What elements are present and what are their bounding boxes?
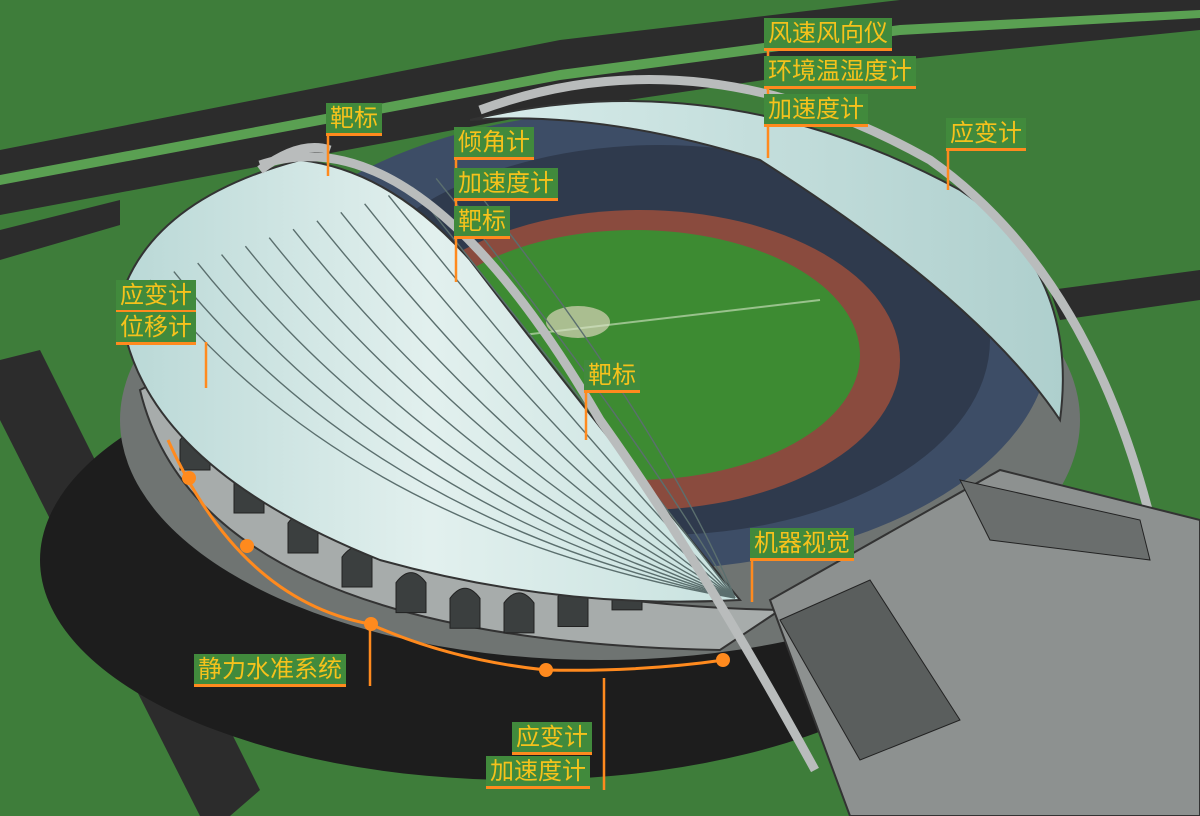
label-target-left: 靶标	[326, 103, 382, 136]
label-inclinometer: 倾角计	[454, 127, 534, 160]
label-strain-gauge-left: 应变计	[116, 280, 196, 313]
label-target-center: 靶标	[584, 360, 640, 393]
label-accelerometer-top: 加速度计	[764, 94, 868, 127]
arch-right	[478, 75, 1165, 561]
label-strain-gauge-right: 应变计	[946, 118, 1026, 151]
label-target-mid: 靶标	[454, 206, 510, 239]
level-system-line	[166, 439, 725, 672]
level-system-nodes	[182, 471, 730, 677]
label-accelerometer-mid: 加速度计	[454, 168, 558, 201]
label-env-hygrometer: 环境温湿度计	[764, 56, 916, 89]
label-wind-gauge: 风速风向仪	[764, 18, 892, 51]
entrance-stairs	[779, 579, 961, 761]
label-strain-gauge-bottom: 应变计	[512, 722, 592, 755]
label-static-level-system: 静力水准系统	[194, 654, 346, 687]
label-machine-vision: 机器视觉	[750, 528, 854, 561]
label-accelerometer-bottom: 加速度计	[486, 756, 590, 789]
label-displacement-gauge: 位移计	[116, 312, 196, 345]
roof-right	[469, 100, 1064, 423]
field-line	[479, 299, 821, 341]
arch-left	[257, 143, 819, 773]
entrance-ramp	[959, 479, 1151, 561]
